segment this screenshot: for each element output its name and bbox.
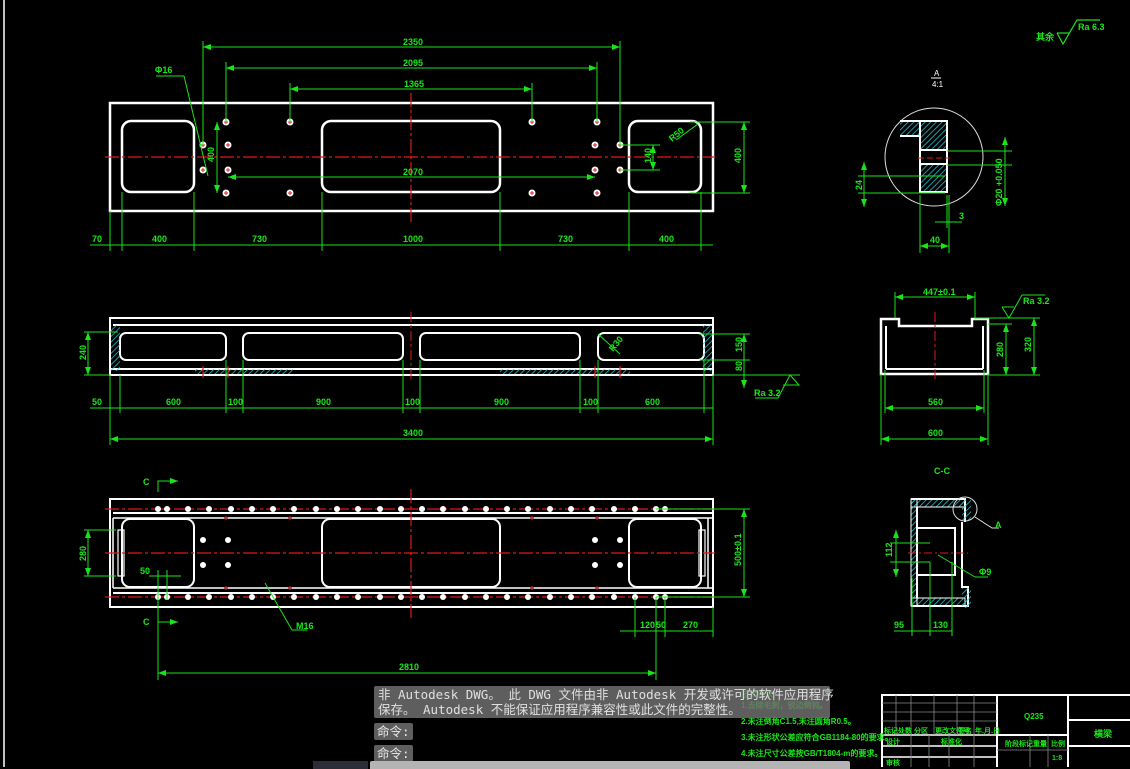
svg-text:100: 100 bbox=[228, 397, 243, 407]
svg-text:80: 80 bbox=[734, 361, 744, 371]
svg-text:560: 560 bbox=[928, 397, 943, 407]
svg-text:600: 600 bbox=[928, 428, 943, 438]
svg-text:600: 600 bbox=[645, 397, 660, 407]
svg-text:280: 280 bbox=[995, 342, 1005, 357]
svg-text:50: 50 bbox=[140, 566, 150, 576]
svg-text:更改文件号: 更改文件号 bbox=[935, 726, 970, 735]
svg-text:447±0.1: 447±0.1 bbox=[923, 287, 955, 297]
svg-text:900: 900 bbox=[494, 397, 509, 407]
svg-text:50: 50 bbox=[92, 397, 102, 407]
svg-text:签名: 签名 bbox=[957, 726, 972, 735]
svg-text:A: A bbox=[934, 69, 940, 78]
svg-text:730: 730 bbox=[558, 234, 573, 244]
svg-text:R30: R30 bbox=[607, 334, 625, 353]
svg-text:730: 730 bbox=[252, 234, 267, 244]
svg-text:处数: 处数 bbox=[897, 726, 913, 735]
dwg-warning-message: 非 Autodesk DWG。 此 DWG 文件由非 Autodesk 开发或许… bbox=[374, 686, 834, 718]
dim-2095: 2095 bbox=[403, 58, 423, 68]
svg-text:120: 120 bbox=[640, 620, 655, 630]
svg-text:95: 95 bbox=[894, 620, 904, 630]
svg-text:400: 400 bbox=[206, 147, 216, 162]
command-input[interactable] bbox=[370, 761, 850, 769]
svg-text:150: 150 bbox=[734, 337, 744, 352]
svg-text:设计: 设计 bbox=[886, 737, 900, 746]
svg-text:400: 400 bbox=[733, 148, 743, 163]
svg-text:审核: 审核 bbox=[886, 758, 900, 767]
svg-text:Φ20 +0.050: Φ20 +0.050 bbox=[994, 158, 1004, 206]
general-roughness-symbol: 其余 Ra 6.3 bbox=[1036, 19, 1105, 46]
svg-text:C: C bbox=[143, 477, 150, 487]
command-history: 非 Autodesk DWG。 此 DWG 文件由非 Autodesk 开发或许… bbox=[374, 686, 834, 762]
dim-1365: 1365 bbox=[404, 79, 424, 89]
svg-text:阶段标记: 阶段标记 bbox=[1005, 739, 1033, 748]
svg-text:400: 400 bbox=[659, 234, 674, 244]
svg-text:3: 3 bbox=[959, 211, 964, 221]
svg-text:Ra 6.3: Ra 6.3 bbox=[1078, 22, 1105, 32]
svg-text:1:8: 1:8 bbox=[1052, 755, 1062, 762]
svg-text:280: 280 bbox=[78, 546, 88, 561]
svg-text:Ra 3.2: Ra 3.2 bbox=[754, 388, 781, 398]
svg-text:24: 24 bbox=[854, 180, 864, 190]
svg-text:Φ9: Φ9 bbox=[979, 567, 991, 577]
hole-dia-label: Φ16 bbox=[155, 65, 172, 75]
svg-text:140: 140 bbox=[643, 148, 653, 163]
svg-text:M16: M16 bbox=[296, 621, 314, 631]
top-view: 2350 2095 1365 2070 Φ16 400 140 400 R50 … bbox=[90, 37, 750, 251]
material-label: Q235 bbox=[1024, 712, 1044, 721]
svg-text:130: 130 bbox=[933, 620, 948, 630]
svg-text:320: 320 bbox=[1023, 337, 1033, 352]
detail-a-view: A 4:1 24 Φ20 +0.050 3 40 bbox=[854, 69, 1012, 253]
svg-text:重量: 重量 bbox=[1033, 739, 1047, 748]
svg-text:112: 112 bbox=[884, 542, 894, 557]
svg-text:900: 900 bbox=[316, 397, 331, 407]
tech-note-3: 3.未注形状公差应符合GB1184-80的要求。 bbox=[741, 733, 893, 742]
title-block bbox=[881, 694, 1130, 767]
svg-text:50: 50 bbox=[656, 620, 666, 630]
svg-text:A: A bbox=[995, 520, 1002, 530]
svg-text:270: 270 bbox=[683, 620, 698, 630]
section-cc-view: C-C A 112 Φ9 95 130 bbox=[884, 466, 1002, 636]
command-prompt-1: 命令: bbox=[374, 723, 413, 740]
bottom-view: C C 280 50 M16 500±0.1 120 50 270 2810 bbox=[78, 477, 750, 680]
part-name: 横梁 bbox=[1094, 728, 1113, 739]
svg-text:3400: 3400 bbox=[403, 428, 423, 438]
svg-text:400: 400 bbox=[152, 234, 167, 244]
tech-note-2: 2.未注倒角C1.5,未注圆角R0.5。 bbox=[741, 717, 856, 726]
tech-note-4: 4.未注尺寸公差按GB/T1804-m的要求。 bbox=[741, 749, 883, 758]
svg-text:4:1: 4:1 bbox=[932, 80, 944, 89]
svg-text:R50: R50 bbox=[667, 125, 686, 143]
svg-text:Ra 3.2: Ra 3.2 bbox=[1023, 296, 1050, 306]
svg-text:600: 600 bbox=[166, 397, 181, 407]
svg-text:标记: 标记 bbox=[883, 726, 898, 735]
svg-text:标准化: 标准化 bbox=[940, 737, 962, 746]
svg-text:100: 100 bbox=[405, 397, 420, 407]
svg-text:年.月.日: 年.月.日 bbox=[975, 726, 1000, 735]
command-prompt-2: 命令: bbox=[374, 745, 413, 762]
svg-text:1000: 1000 bbox=[403, 234, 423, 244]
svg-text:C: C bbox=[143, 617, 150, 627]
front-view: 240 150 80 R30 Ra 3.2 50 600 100 900 100… bbox=[78, 312, 801, 445]
dim-2070: 2070 bbox=[403, 167, 423, 177]
svg-text:比例: 比例 bbox=[1051, 739, 1065, 748]
dim-2350: 2350 bbox=[403, 37, 423, 47]
svg-text:2810: 2810 bbox=[399, 662, 419, 672]
svg-text:C-C: C-C bbox=[934, 466, 950, 476]
end-view: 447±0.1 Ra 3.2 280 320 560 600 bbox=[879, 287, 1050, 445]
svg-text:其余: 其余 bbox=[1036, 31, 1055, 42]
command-line-grip-handle[interactable] bbox=[313, 761, 368, 769]
svg-text:100: 100 bbox=[583, 397, 598, 407]
svg-text:70: 70 bbox=[92, 234, 102, 244]
svg-text:分区: 分区 bbox=[914, 726, 928, 735]
svg-text:240: 240 bbox=[78, 345, 88, 360]
svg-text:500±0.1: 500±0.1 bbox=[733, 534, 743, 566]
svg-text:40: 40 bbox=[930, 235, 940, 245]
